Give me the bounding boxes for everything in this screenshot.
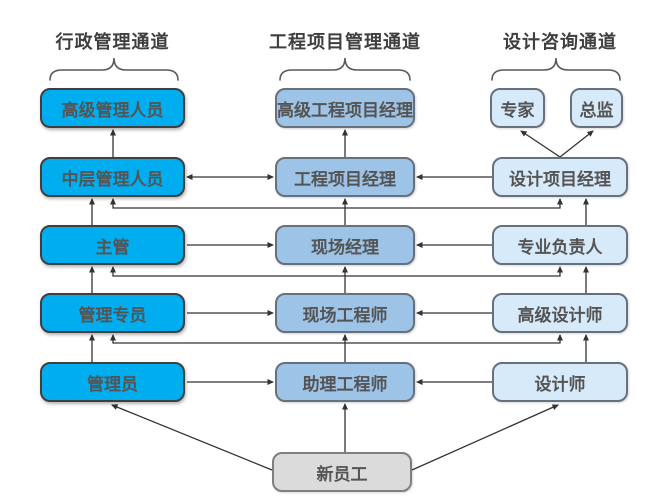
box-new-employee: 新员工 [272,452,412,492]
box-design-designer: 设计师 [492,362,628,402]
channel-title-project: 工程项目管理通道 [269,32,421,52]
box-admin-supervisor: 主管 [40,225,185,265]
box-design-director: 总监 [570,88,623,128]
box-design-senior-designer: 高级设计师 [492,293,628,333]
promotion-arrows [89,129,594,471]
box-project-site-engineer: 现场工程师 [275,293,415,333]
box-design-pm: 设计项目经理 [492,157,628,197]
brace-design-channel [491,57,621,81]
box-project-site-manager: 现场经理 [275,225,415,265]
brace-project-channel [279,57,411,81]
box-admin-senior-manager: 高级管理人员 [40,88,185,128]
box-project-senior-pm: 高级工程项目经理 [275,88,415,128]
brace-admin-channel [49,57,179,81]
box-admin-middle-manager: 中层管理人员 [40,157,185,197]
channel-title-admin: 行政管理通道 [55,32,170,52]
box-admin-clerk: 管理员 [40,362,185,402]
box-project-pm: 工程项目经理 [275,157,415,197]
box-project-assistant-engineer: 助理工程师 [275,362,415,402]
channel-title-design: 设计咨询通道 [503,32,617,52]
box-design-discipline-lead: 专业负责人 [492,225,628,265]
box-admin-specialist: 管理专员 [40,293,185,333]
box-design-expert: 专家 [490,88,545,128]
